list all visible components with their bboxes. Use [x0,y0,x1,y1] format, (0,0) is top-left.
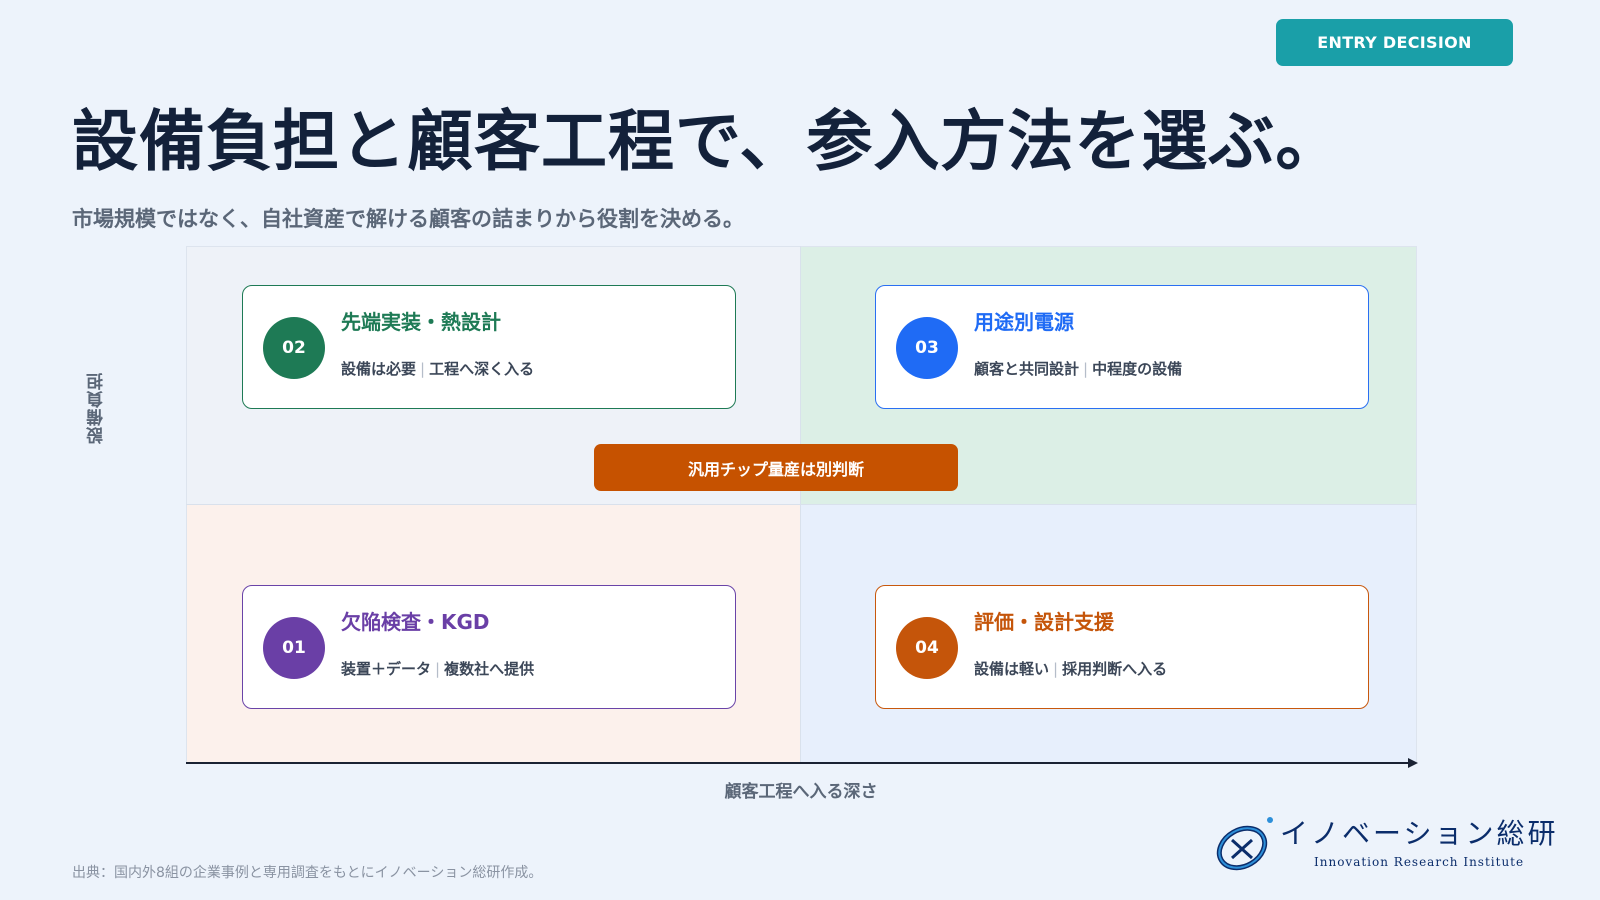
separator: | [1083,360,1089,378]
logo-orbit-icon [1216,817,1273,871]
horizontal-divider [186,504,1417,505]
card-01: 01 欠陥検査・KGD 装置＋データ|複数社へ提供 [242,585,736,709]
y-axis-label: 設備負担 [87,372,107,444]
card-number-badge: 01 [263,617,325,679]
card-04: 04 評価・設計支援 設備は軽い|採用判断へ入る [875,585,1369,709]
logo-name: イノベーション総研 [1280,817,1559,850]
card-title: 用途別電源 [974,310,1074,334]
separator: | [435,660,441,678]
logo: イノベーション総研 Innovation Research Institute [1210,810,1555,880]
card-description: 顧客と共同設計|中程度の設備 [974,360,1183,378]
card-description: 設備は軽い|採用判断へ入る [974,660,1168,678]
card-number-badge: 03 [896,317,958,379]
card-title: 欠陥検査・KGD [341,610,490,634]
x-axis-arrow-icon [1408,758,1418,768]
entry-decision-badge: ENTRY DECISION [1276,19,1513,66]
separator: | [1053,660,1059,678]
source-note: 出典：国内外8組の企業事例と専用調査をもとにイノベーション総研作成。 [72,865,543,881]
card-number-badge: 02 [263,317,325,379]
x-axis-label: 顧客工程へ入る深さ [724,782,878,802]
separator: | [420,360,426,378]
card-03: 03 用途別電源 顧客と共同設計|中程度の設備 [875,285,1369,409]
card-title: 評価・設計支援 [974,610,1114,634]
x-axis-line [186,762,1410,764]
card-title: 先端実装・熱設計 [341,310,501,334]
card-description: 装置＋データ|複数社へ提供 [341,660,535,678]
page-subtitle: 市場規模ではなく、自社資産で解ける顧客の詰まりから役割を決める。 [72,207,744,231]
card-number-badge: 04 [896,617,958,679]
card-description: 設備は必要|工程へ深く入る [341,360,535,378]
callout-pill: 汎用チップ量産は別判断 [594,444,958,491]
card-02: 02 先端実装・熱設計 設備は必要|工程へ深く入る [242,285,736,409]
logo-subtitle: Innovation Research Institute [1314,855,1525,869]
page-title: 設備負担と顧客工程で、参入方法を選ぶ。 [72,103,1343,180]
